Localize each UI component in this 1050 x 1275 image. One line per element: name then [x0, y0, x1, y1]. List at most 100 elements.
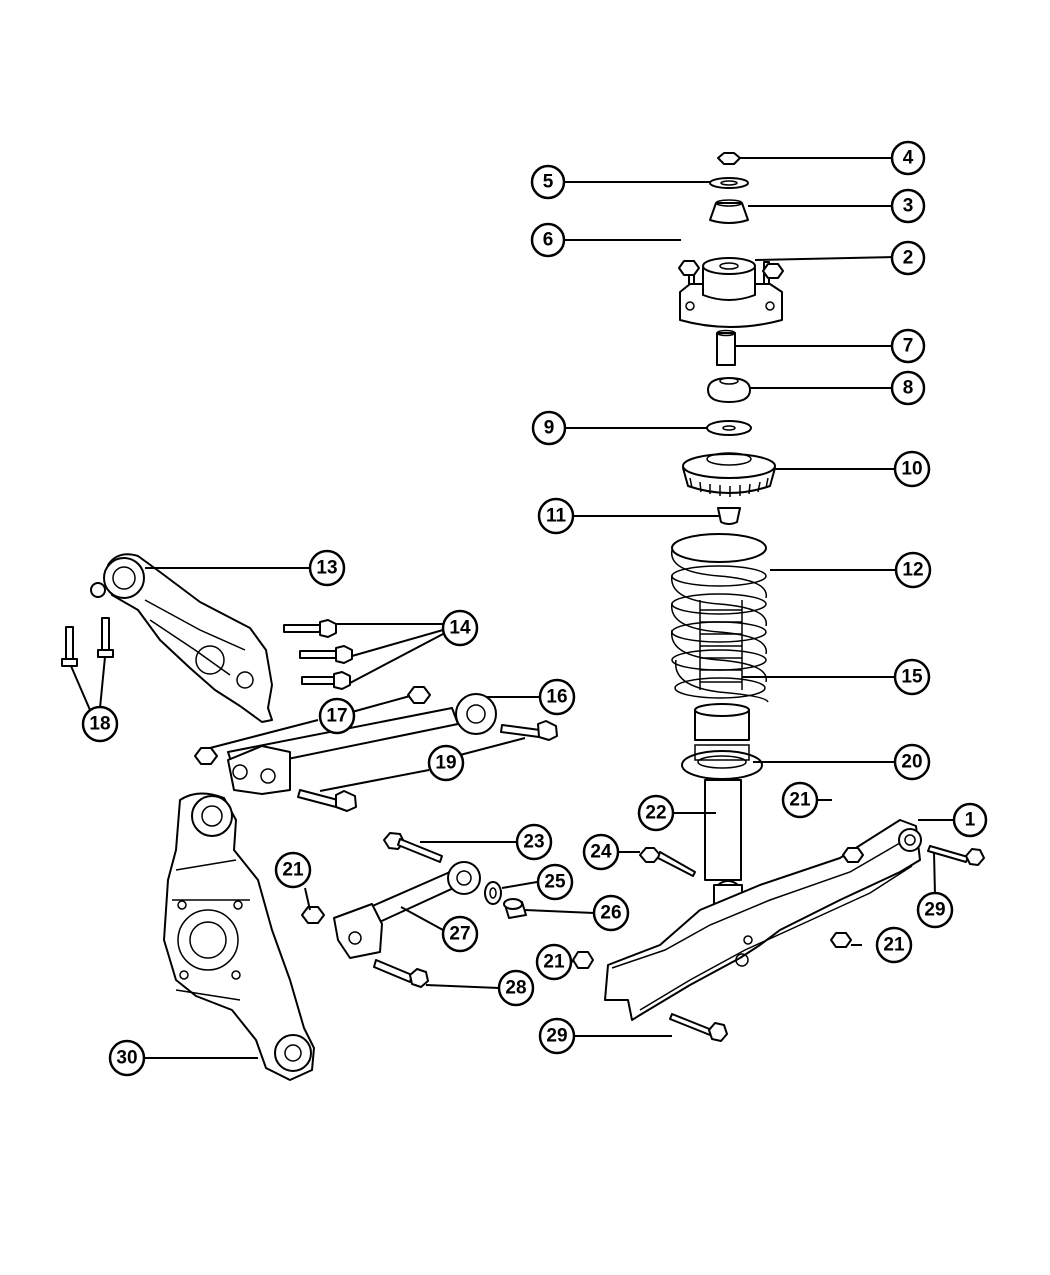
callout-1: 1	[952, 802, 988, 838]
callout-6: 6	[530, 222, 566, 258]
arm-bolt-14c	[301, 671, 351, 690]
lower-spring-isolator	[681, 703, 763, 780]
lower-control-arm	[604, 819, 922, 1021]
arm-bolt-14b	[299, 645, 353, 664]
lateral-link	[333, 861, 481, 959]
toe-link-nut-17b	[194, 747, 218, 765]
callout-17: 17	[318, 697, 356, 735]
leader-lines	[70, 157, 953, 1059]
callout-30: 30	[108, 1039, 146, 1077]
callout-2: 2	[890, 240, 926, 276]
callout-5: 5	[530, 164, 566, 200]
svg-text:10: 10	[901, 459, 922, 480]
arm-bolt-18a	[61, 626, 78, 667]
toe-link-nut-17	[407, 686, 431, 704]
callout-12: 12	[894, 551, 932, 589]
callout-21b: 21	[274, 851, 312, 889]
arm-bolt-29b	[669, 1013, 728, 1042]
strut-washer	[709, 177, 749, 189]
callout-28: 28	[497, 969, 535, 1007]
arm-bolt-18b	[97, 617, 114, 658]
callout-22: 22	[637, 794, 675, 832]
toe-link-bolt-19b	[297, 789, 357, 812]
svg-text:3: 3	[903, 196, 914, 217]
knuckle	[163, 792, 315, 1081]
callout-25: 25	[536, 863, 574, 901]
svg-text:1: 1	[965, 810, 976, 831]
dust-boot	[699, 600, 743, 690]
svg-text:27: 27	[449, 924, 470, 945]
strut-spacer-washer	[706, 420, 752, 436]
lateral-link-bolt-23	[383, 832, 443, 863]
svg-text:18: 18	[89, 714, 110, 735]
svg-text:21: 21	[883, 935, 905, 956]
callout-11: 11	[537, 497, 575, 535]
svg-text:25: 25	[544, 872, 566, 893]
lateral-link-bolt-28	[373, 959, 429, 988]
callout-8: 8	[890, 370, 926, 406]
svg-text:12: 12	[902, 560, 923, 581]
svg-text:26: 26	[600, 903, 621, 924]
callout-14: 14	[441, 609, 479, 647]
callout-29a: 29	[916, 891, 954, 929]
arm-bolt-14a	[283, 619, 337, 638]
strut-bushing	[707, 377, 751, 403]
callout-23: 23	[515, 823, 553, 861]
jounce-bumper	[717, 507, 741, 525]
strut-top-nut	[717, 152, 741, 165]
svg-text:24: 24	[590, 842, 612, 863]
svg-text:21: 21	[282, 860, 304, 881]
svg-text:16: 16	[546, 687, 567, 708]
upper-spring-seat	[682, 452, 776, 497]
callout-10: 10	[893, 450, 931, 488]
lateral-link-washer-25	[484, 881, 502, 905]
svg-text:5: 5	[543, 172, 554, 193]
svg-text:9: 9	[544, 418, 555, 439]
toe-link	[227, 693, 497, 795]
callout-20: 20	[893, 743, 931, 781]
toe-link-bolt-19a	[500, 720, 558, 741]
callout-7: 7	[890, 328, 926, 364]
callout-18: 18	[81, 705, 119, 743]
svg-text:20: 20	[901, 752, 922, 773]
svg-text:17: 17	[326, 706, 347, 727]
knuckle-nut-21	[301, 906, 325, 924]
svg-text:2: 2	[903, 248, 914, 269]
svg-text:29: 29	[546, 1026, 567, 1047]
svg-text:22: 22	[645, 803, 666, 824]
lateral-link-bushing-26	[503, 898, 527, 919]
callout-13: 13	[308, 549, 346, 587]
svg-text:8: 8	[903, 378, 914, 399]
svg-text:4: 4	[903, 148, 914, 169]
callout-4: 4	[890, 140, 926, 176]
svg-text:14: 14	[449, 618, 471, 639]
strut-bump-cap	[709, 199, 749, 224]
svg-text:28: 28	[505, 978, 526, 999]
svg-text:13: 13	[316, 558, 337, 579]
callout-21c: 21	[875, 926, 913, 964]
svg-text:23: 23	[523, 832, 544, 853]
callout-3: 3	[890, 188, 926, 224]
callout-9: 9	[531, 410, 567, 446]
svg-text:6: 6	[543, 230, 554, 251]
callout-21a: 21	[781, 781, 819, 819]
svg-text:30: 30	[116, 1048, 137, 1069]
callout-29b: 29	[538, 1017, 576, 1055]
callout-21d: 21	[535, 943, 573, 981]
strut-mount-nut-left	[678, 260, 700, 276]
arm-nut-21a	[842, 847, 864, 863]
arm-bolt-29a	[927, 845, 985, 866]
svg-text:7: 7	[903, 336, 914, 357]
coil-spring	[671, 533, 769, 703]
callout-15: 15	[893, 658, 931, 696]
svg-text:19: 19	[435, 753, 456, 774]
strut-sleeve	[716, 329, 736, 366]
svg-text:21: 21	[789, 790, 811, 811]
arm-nut-21b	[830, 932, 852, 948]
svg-text:15: 15	[901, 667, 923, 688]
lateral-link-nut-21	[572, 951, 594, 969]
callout-24: 24	[582, 833, 620, 871]
callout-16: 16	[538, 678, 576, 716]
